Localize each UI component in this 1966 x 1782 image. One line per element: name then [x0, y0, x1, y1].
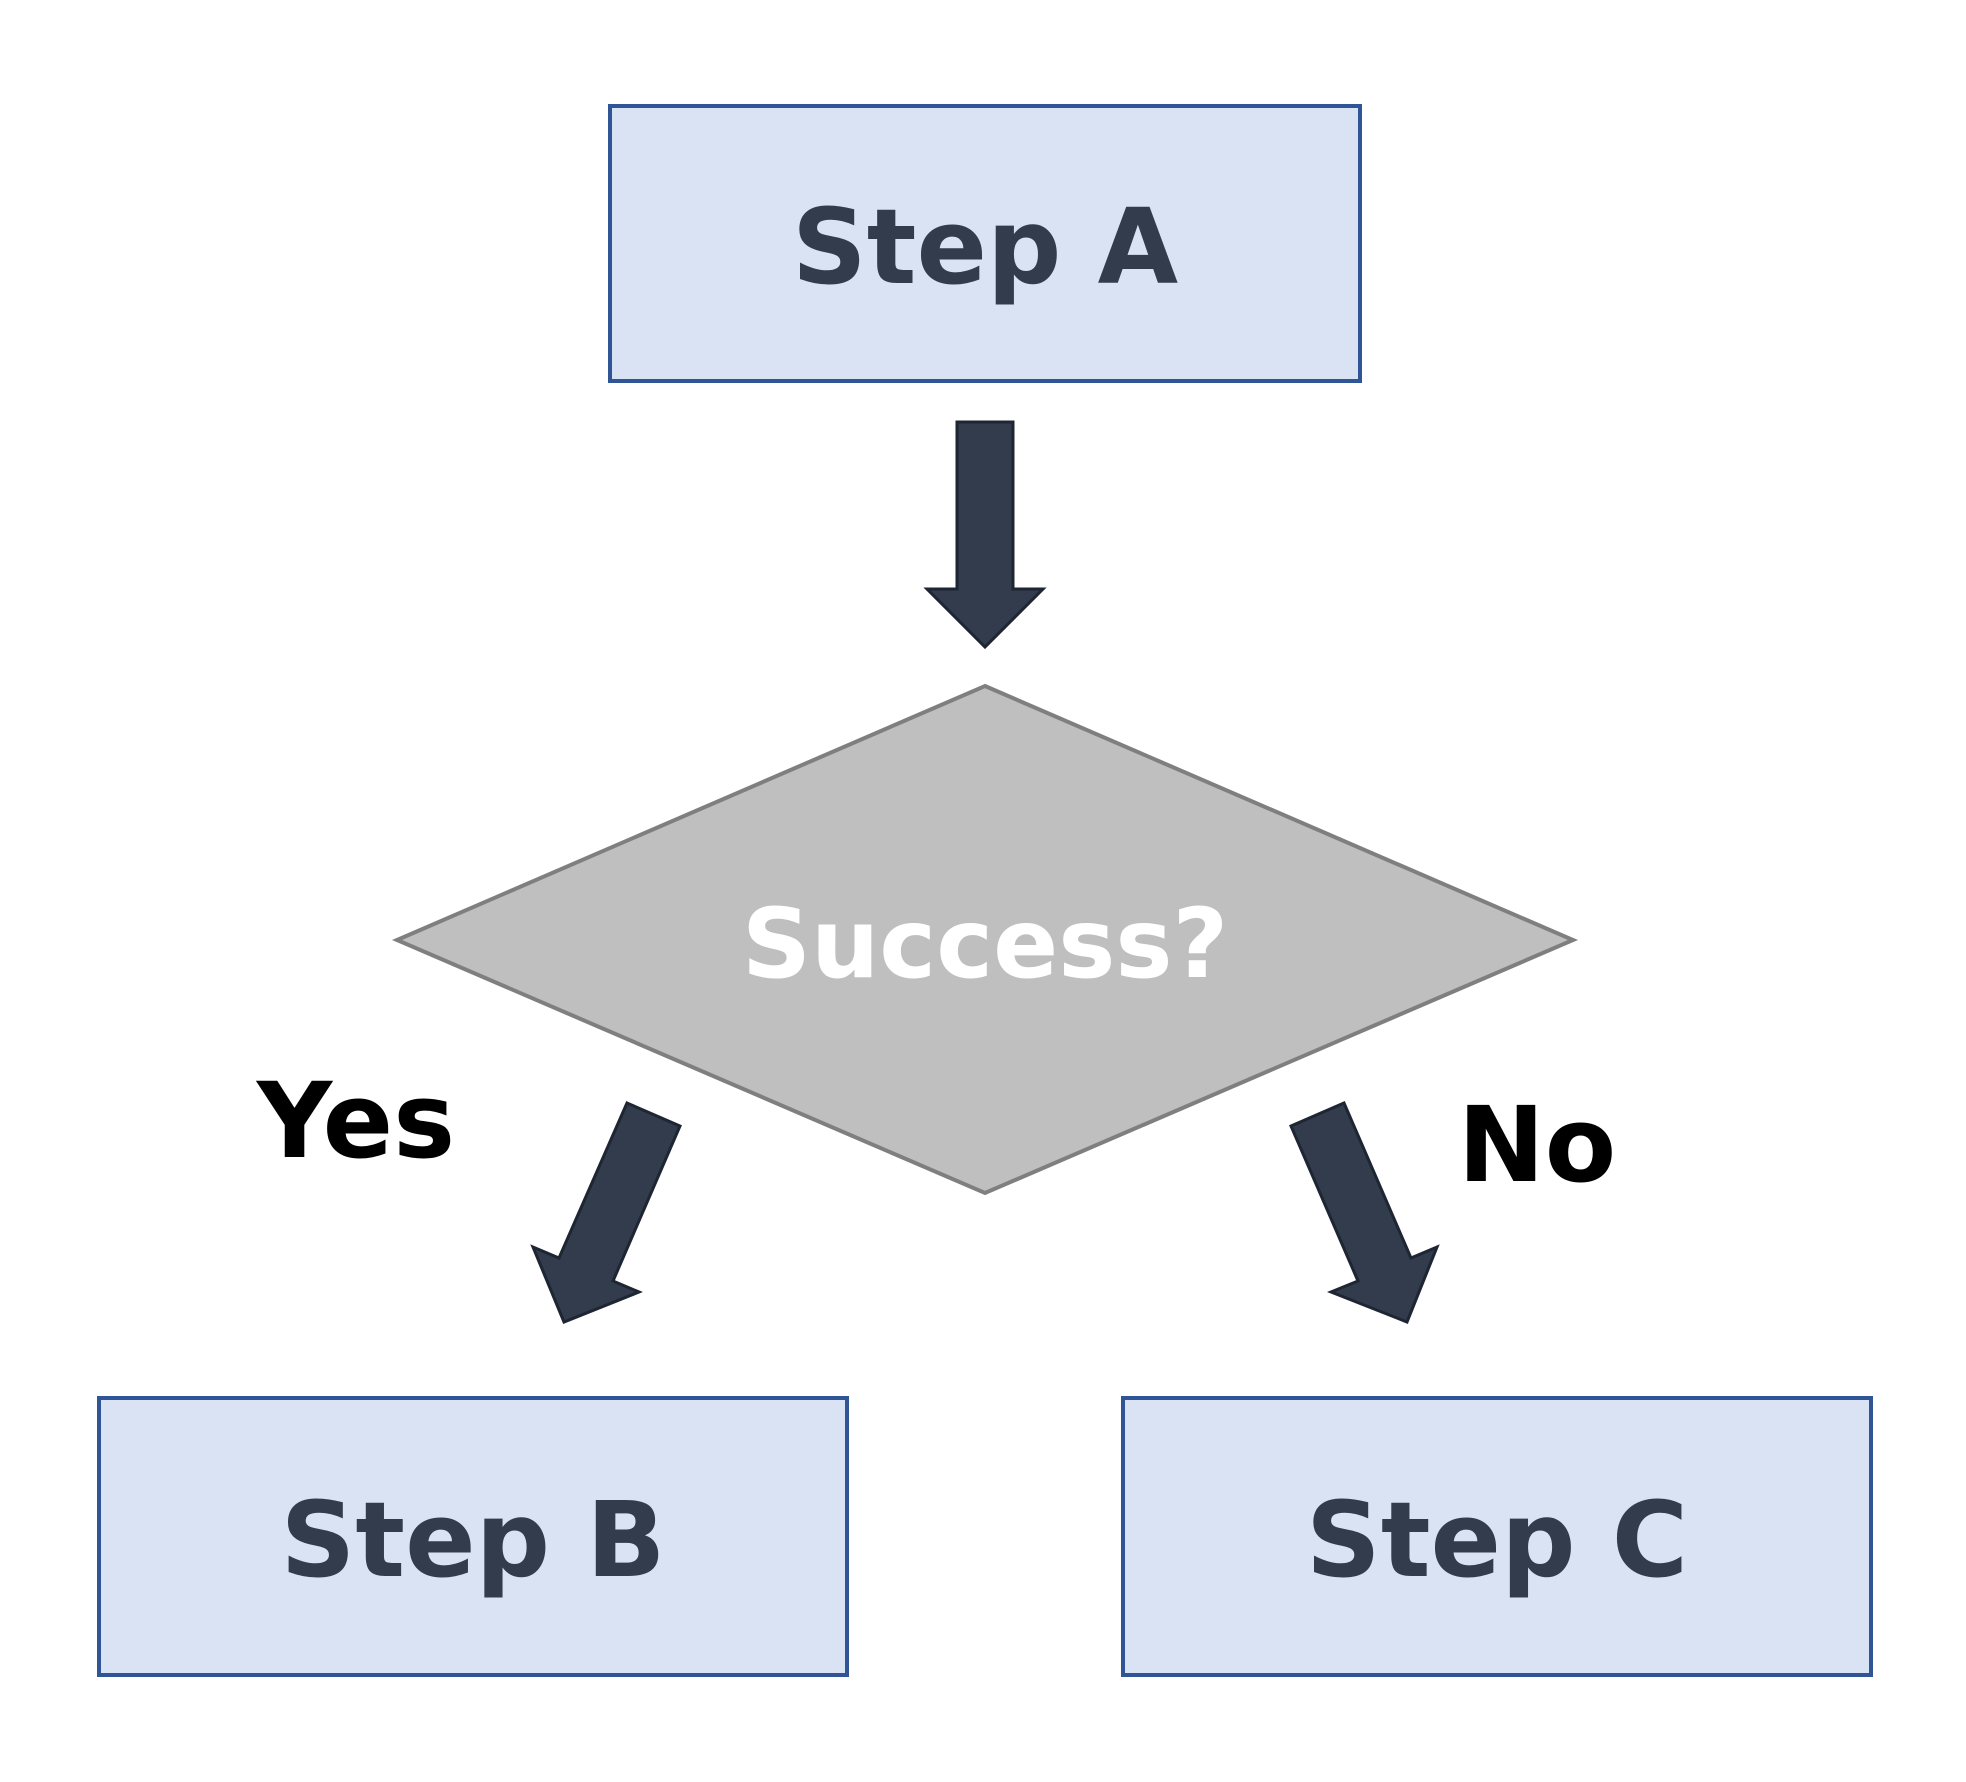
step-a-box [608, 104, 1362, 383]
arrow-a-to-decision [923, 420, 1047, 650]
step-b-box [97, 1396, 849, 1677]
decision-node: Success? [391, 683, 1579, 1196]
step-b-node: Step B [97, 1396, 849, 1677]
arrow-yes-to-step-b [530, 1101, 682, 1324]
step-b-label: Step B [280, 1479, 665, 1601]
arrow-no-to-step-c [1289, 1101, 1440, 1324]
no-label: No [1458, 1084, 1617, 1206]
step-c-box [1121, 1396, 1873, 1677]
step-c-label: Step C [1306, 1479, 1688, 1601]
yes-label: Yes [255, 1060, 455, 1182]
step-c-node: Step C [1121, 1396, 1873, 1677]
decision-label: Success? [742, 888, 1228, 1000]
decision-diamond [391, 683, 1579, 1196]
step-a-node: Step A [608, 104, 1362, 383]
step-a-label: Step A [792, 186, 1178, 308]
